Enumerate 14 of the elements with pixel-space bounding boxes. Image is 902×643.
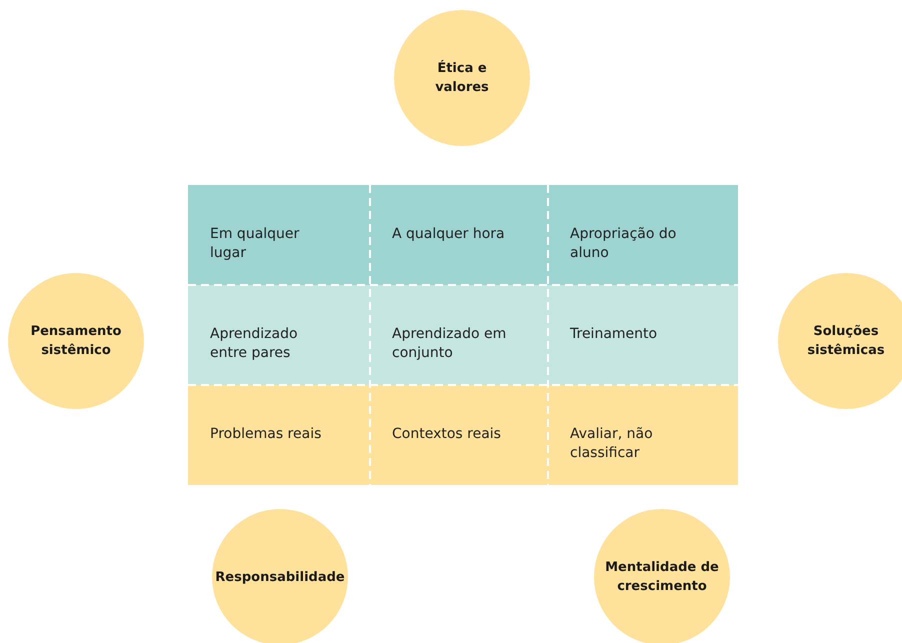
table-cell: Aprendizado em conjunto (370, 285, 548, 385)
table-cell: Treinamento (548, 285, 738, 385)
circle-label: Responsabilidade (215, 568, 345, 586)
circle-label: Soluções sistêmicas (806, 323, 886, 360)
table-cell: Apropriação do aluno (548, 185, 738, 285)
circle-label: Mentalidade de crescimento (604, 559, 720, 596)
circle-label: Ética e valores (434, 59, 490, 97)
table-cell: Problemas reais (188, 385, 370, 485)
table-cell: A qualquer hora (370, 185, 548, 285)
table-cell: Contextos reais (370, 385, 548, 485)
circle-label: Pensamento sistêmico (30, 323, 122, 360)
table-cell: Em qualquer lugar (188, 185, 370, 285)
table-cell: Aprendizado entre pares (188, 285, 370, 385)
table-cell: Avaliar, não classificar (548, 385, 738, 485)
